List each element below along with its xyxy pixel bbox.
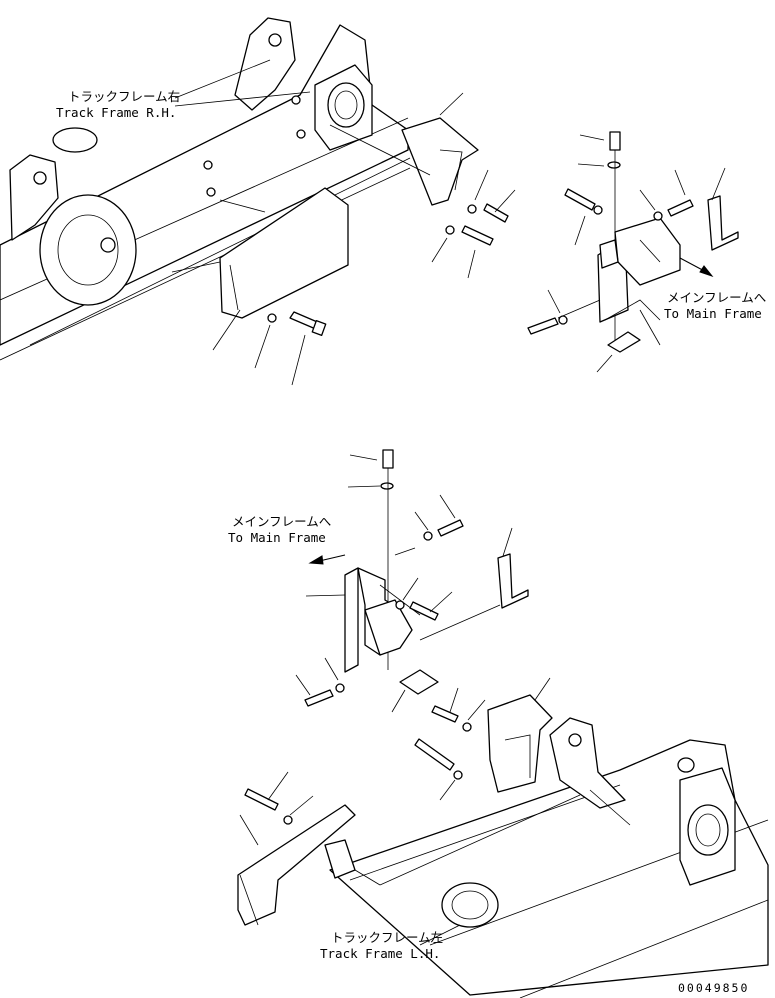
- bracket-assembly-rh: [527, 131, 739, 373]
- bracket-rh-top: [401, 117, 479, 206]
- washer-rh-bracket-1: [467, 204, 477, 214]
- track-frame-rh-assembly: [0, 17, 411, 361]
- washer-lh-lower: [335, 683, 345, 693]
- bolt-rh-upper: [564, 188, 596, 211]
- frame-access-hole-lh: [441, 882, 499, 928]
- frame-end-flange-rh: [39, 194, 137, 306]
- bolt-rh-bracket-1: [483, 203, 509, 223]
- drawing-number: 00049850: [678, 981, 749, 995]
- bolt-lh-frame-1: [431, 705, 459, 723]
- track-frame-lh-assembly: [237, 677, 769, 998]
- angle-bracket-rh: [707, 195, 739, 251]
- cover-plate-rh: [219, 187, 349, 319]
- bolt-rh-lower: [527, 317, 559, 335]
- angle-bracket-lh: [497, 553, 529, 609]
- washer-lh-frame-2: [453, 770, 463, 780]
- track-frame-rh-label-en: Track Frame R.H.: [56, 105, 176, 120]
- cover-plate-lh: [237, 804, 356, 926]
- washer-lh-frame-1: [462, 722, 472, 732]
- washer-rh-bracket-2: [445, 225, 455, 235]
- washer-lh-mid: [395, 600, 405, 610]
- bolt-rh-bracket-2: [461, 225, 494, 246]
- bolt-lh-lower: [304, 689, 334, 707]
- washer-rh-cover: [267, 313, 277, 323]
- clip-lh-bottom: [399, 669, 439, 695]
- bolt-rh-side: [667, 199, 694, 217]
- bracket-main-lh: [344, 567, 359, 673]
- bolt-lh-frame-2: [414, 738, 455, 771]
- bolt-lh-upper: [437, 519, 464, 537]
- main-frame-left-label-jp: メインフレームへ: [232, 514, 331, 529]
- washer-lh-upper: [423, 531, 433, 541]
- bracket-assembly-lh: [295, 449, 529, 713]
- bolt-lh-mid: [409, 601, 439, 621]
- track-frame-lh-label-jp: トラックフレーム左: [331, 930, 443, 945]
- main-frame-right-label-jp: メインフレームへ: [667, 290, 766, 305]
- washer-rh-upper: [593, 205, 603, 215]
- main-frame-left-label-en: To Main Frame: [228, 530, 326, 545]
- bolt-vertical-rh: [609, 131, 621, 151]
- track-frame-lh-label-en: Track Frame L.H.: [320, 946, 440, 961]
- washer-vertical-rh: [607, 161, 621, 169]
- bolt-vertical-lh: [382, 449, 394, 469]
- bracket-lh-frame: [487, 694, 553, 793]
- clip-rh-bottom: [607, 331, 641, 353]
- washer-vertical-lh: [380, 482, 394, 490]
- frame-lug-rh-1: [234, 17, 296, 111]
- bolt-lh-cover: [244, 788, 279, 811]
- washer-lh-cover: [283, 815, 293, 825]
- washer-rh-side: [653, 211, 663, 221]
- track-frame-rh-label-jp: トラックフレーム右: [68, 89, 180, 104]
- main-frame-right-label-en: To Main Frame: [664, 306, 762, 321]
